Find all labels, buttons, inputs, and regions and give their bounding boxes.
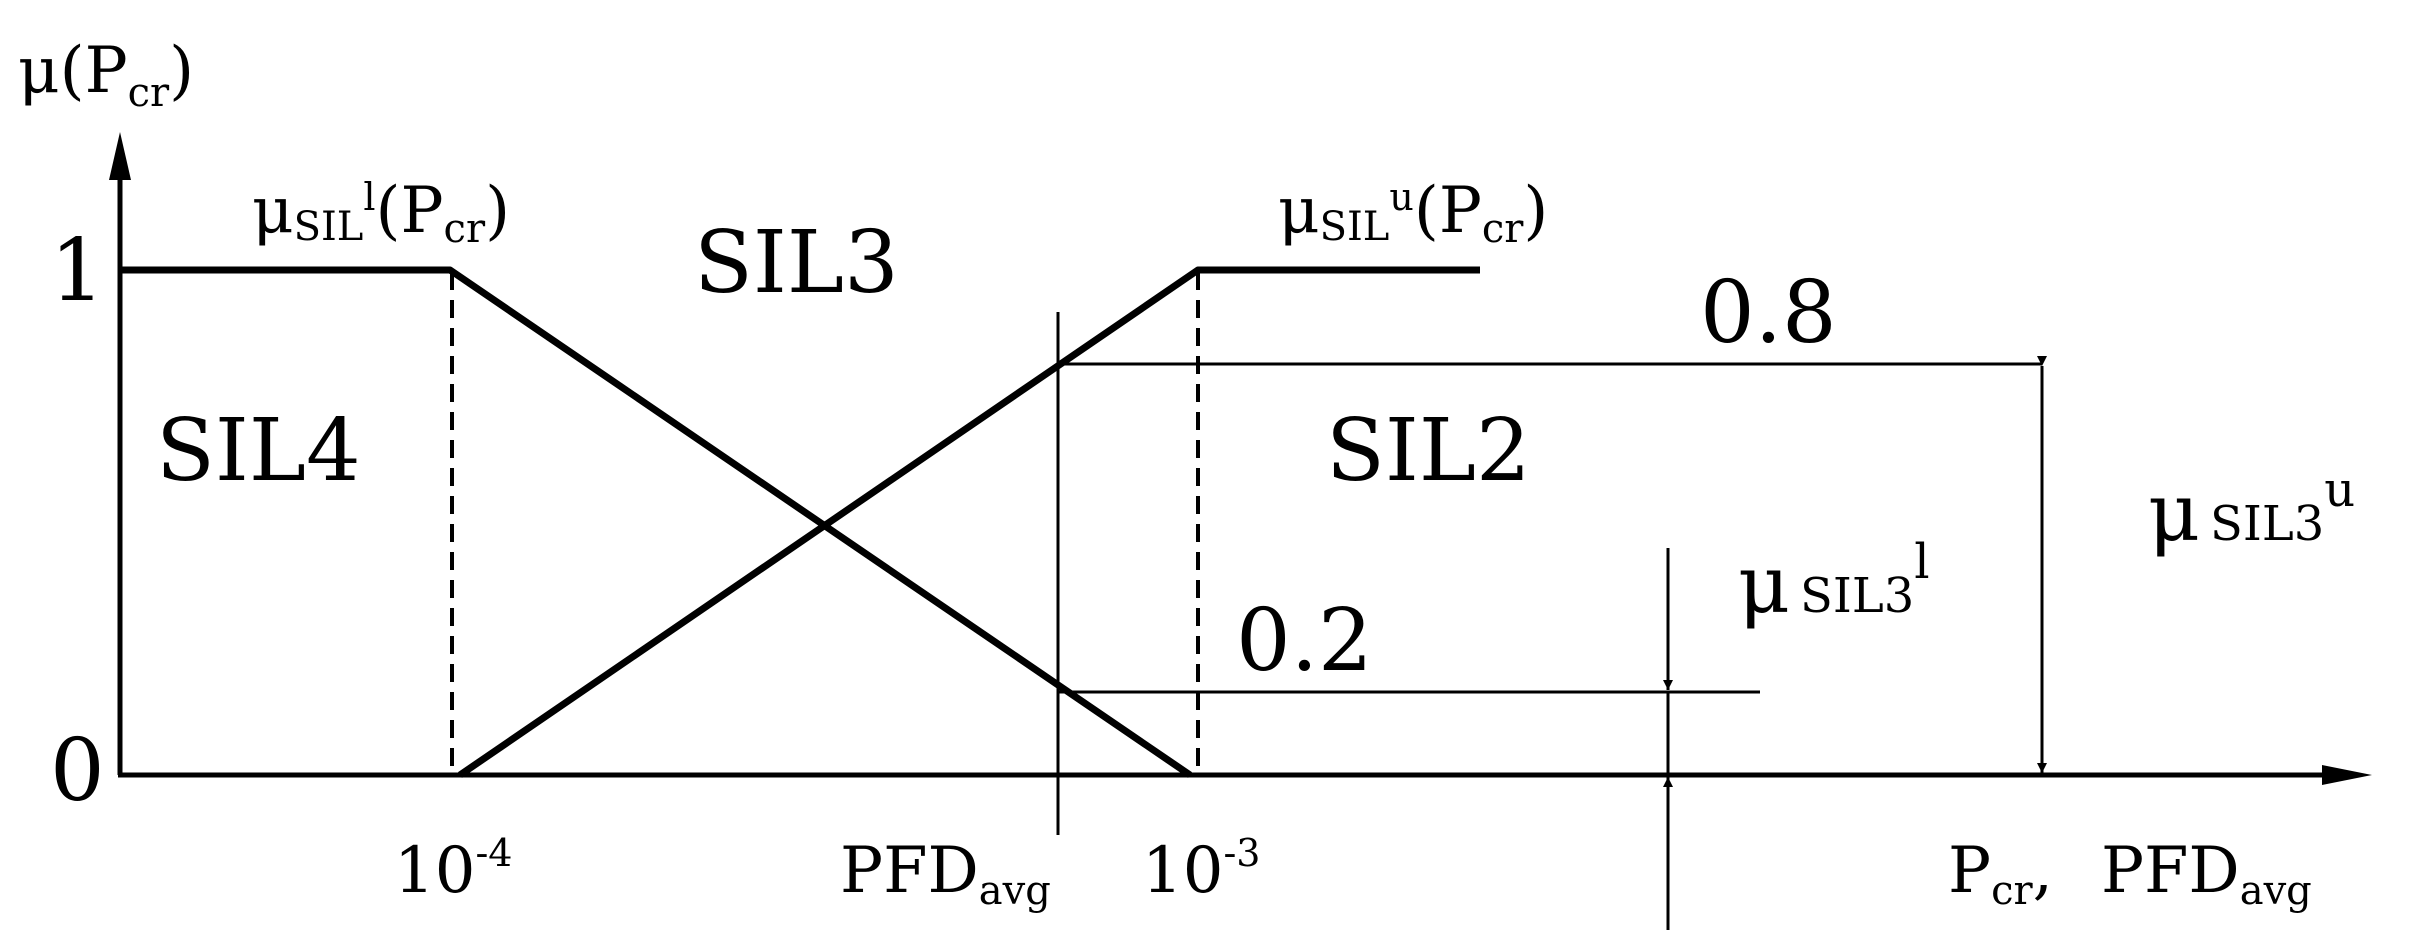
lower-curve-label: μSILl(Pcr): [252, 174, 510, 252]
x-tick-1e-4: 10-4: [394, 831, 512, 908]
region-sil3: SIL3: [694, 213, 899, 313]
x-tick-pfd-avg: PFDavg: [840, 834, 1051, 914]
lower-membership-curve: [120, 266, 1192, 778]
y-axis-arrowhead: [109, 132, 131, 180]
x-axis-arrowhead: [2322, 765, 2372, 785]
x-axis-label: Pcr,PFDavg: [1948, 834, 2312, 914]
lower-level-value: 0.2: [1236, 591, 1373, 691]
y-tick-0: 0: [50, 721, 105, 821]
upper-level-value: 0.8: [1700, 263, 1837, 363]
upper-curve-label: μSILu(Pcr): [1278, 174, 1548, 252]
y-tick-1: 1: [50, 221, 105, 321]
region-sil4: SIL4: [156, 401, 361, 501]
x-tick-1e-3: 10-3: [1142, 831, 1260, 908]
y-axis-label: μ(Pcr): [18, 34, 194, 116]
upper-membership-curve: [458, 266, 1480, 778]
region-sil2: SIL2: [1326, 401, 1531, 501]
